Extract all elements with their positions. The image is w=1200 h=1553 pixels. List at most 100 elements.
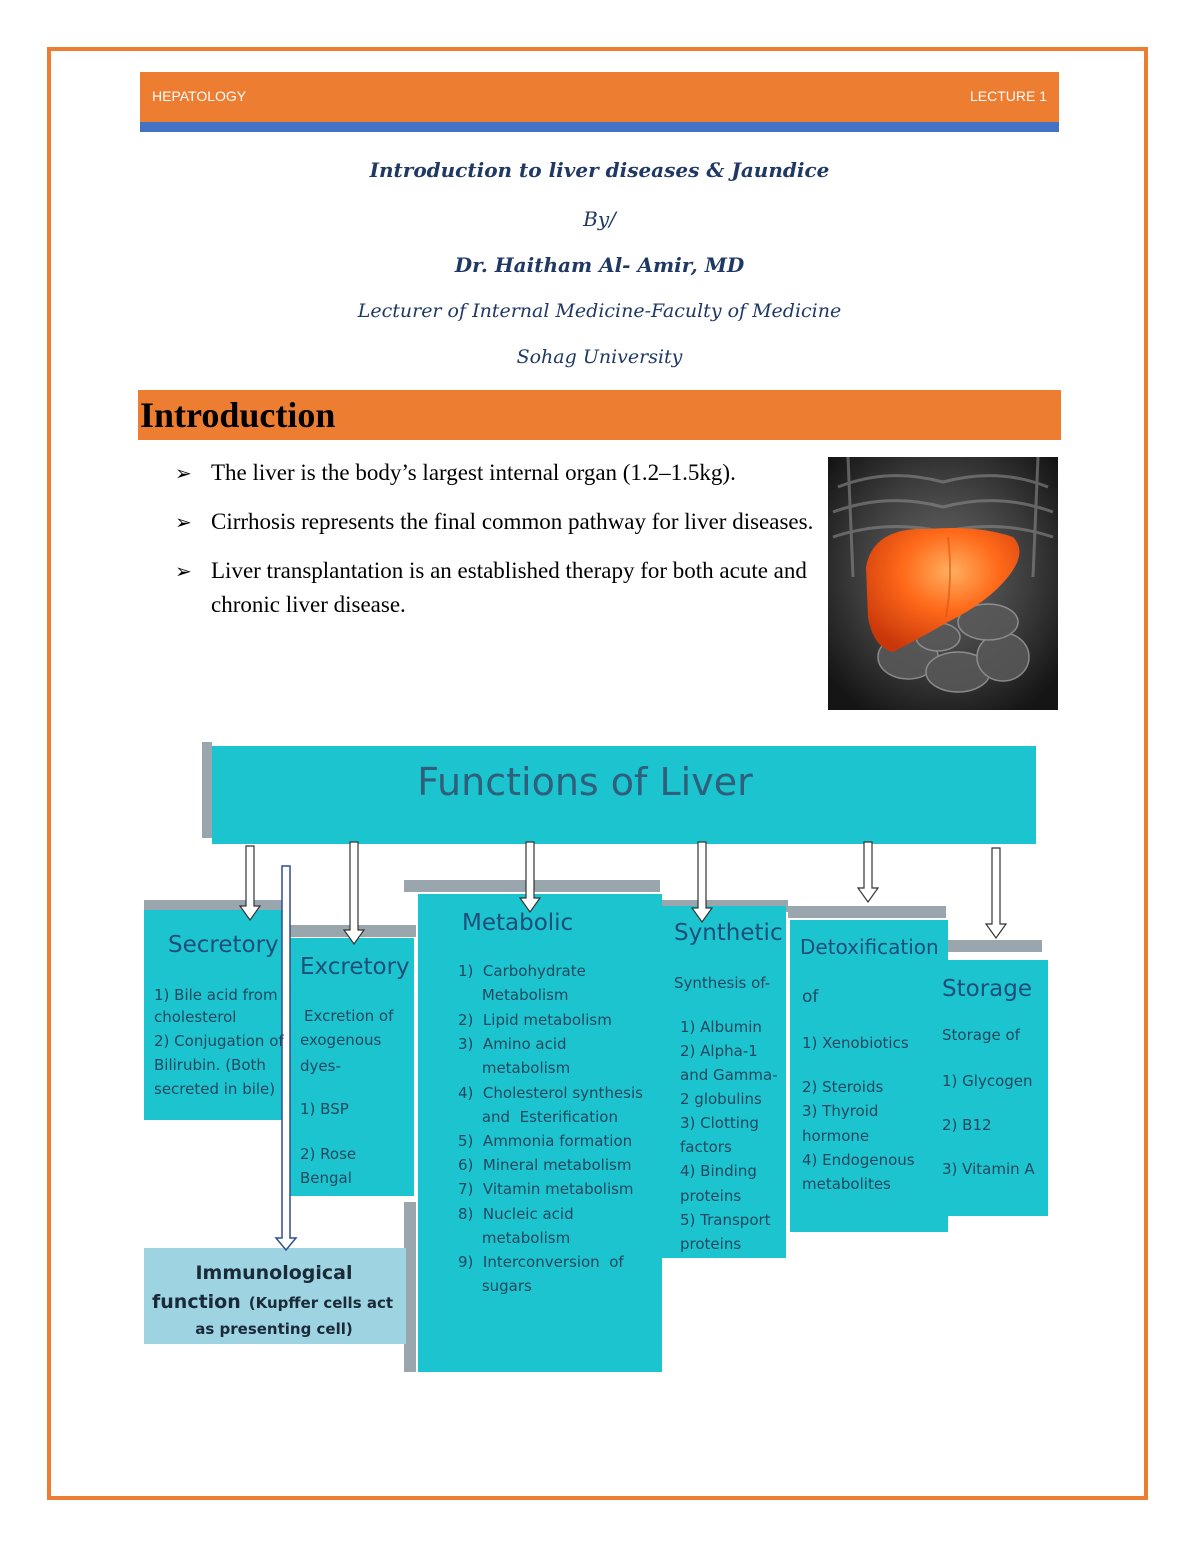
document-title: Introduction to liver diseases & Jaundic… [369,158,830,182]
synthetic-line: 1) Albumin [680,1018,762,1036]
page-header: HEPATOLOGY LECTURE 1 [140,72,1059,122]
section-heading-bar: Introduction [138,390,1061,440]
detox-line: hormone [802,1127,869,1145]
arrow-down-icon [238,845,262,922]
detox-box [790,920,948,1232]
metabolic-box [418,894,662,1372]
immunological-line: as presenting cell) [195,1320,353,1338]
arrow-bullet-icon: ➢ [175,510,192,534]
header-lecture: LECTURE 1 [969,88,1047,104]
author-position: Lecturer of Internal Medicine-Faculty of… [357,300,842,322]
synthetic-title: Synthetic [674,920,783,946]
metabolic-line: metabolism [458,1059,570,1077]
detox-line: 2) Steroids [802,1078,883,1096]
synthetic-line: factors [680,1138,732,1156]
detox-line: of [802,987,819,1007]
bullet-text: The liver is the body’s largest internal… [211,460,736,485]
arrow-down-icon [984,847,1008,940]
metabolic-side-shadow [404,1202,416,1372]
arrow-down-icon [518,841,542,914]
synthetic-line: 5) Transport [680,1211,771,1229]
synthetic-line: 4) Binding [680,1162,757,1180]
secretory-title: Secretory [168,932,279,958]
metabolic-line: 4) Cholesterol synthesis [458,1084,643,1102]
synthetic-line: Synthesis of- [674,974,770,992]
synthetic-line: 2 globulins [680,1090,762,1108]
secretory-line: secreted in bile) [154,1080,275,1098]
synthetic-line: 3) Clotting [680,1114,759,1132]
detox-title: Detoxification [800,935,939,959]
storage-line: 1) Glycogen [942,1072,1033,1090]
list-item: ➢ The liver is the body’s largest intern… [175,456,825,490]
detox-line: 1) Xenobiotics [802,1034,909,1052]
header-underline [140,122,1059,132]
liver-anatomy-image [828,457,1058,710]
excretory-line: exogenous [300,1031,381,1049]
secretory-box [144,910,282,1120]
metabolic-line: metabolism [458,1229,570,1247]
storage-line: Storage of [942,1026,1021,1044]
functions-of-liver-diagram: Functions of Liver Secretory 1) Bile aci… [144,742,1048,1372]
storage-title: Storage [942,976,1032,1002]
secretory-line: Bilirubin. (Both [154,1056,266,1074]
storage-line: 2) B12 [942,1116,992,1134]
section-heading: Introduction [140,395,336,435]
arrow-bullet-icon: ➢ [175,461,192,485]
metabolic-line: Metabolism [458,986,569,1004]
arrow-down-icon [856,841,880,904]
metabolic-line: sugars [458,1277,532,1295]
immunological-line: function (Kupffer cells act [152,1291,393,1313]
functions-title: Functions of Liver [417,760,753,804]
secretory-line: 2) Conjugation of [154,1032,284,1050]
list-item: ➢ Cirrhosis represents the final common … [175,505,825,539]
detox-line: 4) Endogenous [802,1151,915,1169]
author-university: Sohag University [516,346,683,368]
detox-box-shadow [788,906,946,918]
storage-box [932,960,1048,1216]
detox-line: 3) Thyroid [802,1102,878,1120]
excretory-title: Excretory [300,954,410,980]
metabolic-line: 5) Ammonia formation [458,1132,632,1150]
arrow-down-icon [342,841,366,946]
intro-bullet-list: ➢ The liver is the body’s largest intern… [175,456,825,637]
storage-line: 3) Vitamin A [942,1160,1035,1178]
metabolic-line: 8) Nucleic acid [458,1205,574,1223]
immunological-detail: (Kupffer cells act [249,1294,393,1312]
header-subject: HEPATOLOGY [152,88,247,104]
metabolic-line: 3) Amino acid [458,1035,567,1053]
excretory-box [288,938,414,1196]
synthetic-line: proteins [680,1235,741,1253]
title-box-shadow [202,742,212,838]
storage-box-shadow [930,940,1042,952]
immunological-box [144,1248,406,1344]
immunological-arrow-icon [274,865,298,1252]
functions-title-box [212,746,1036,844]
metabolic-line: 6) Mineral metabolism [458,1156,631,1174]
excretory-line: Excretion of [304,1007,394,1025]
metabolic-line: and Esterification [458,1108,618,1126]
excretory-line: 2) Rose [300,1145,356,1163]
metabolic-line: 2) Lipid metabolism [458,1011,612,1029]
immunological-word: function [152,1291,241,1313]
arrow-down-icon [690,841,714,924]
detox-line: metabolites [802,1175,891,1193]
excretory-line: Bengal [300,1169,352,1187]
author-name: Dr. Haitham Al- Amir, MD [454,253,745,277]
immunological-title: Immunological [195,1262,352,1284]
secretory-line: 1) Bile acid from [154,986,278,1004]
excretory-line: 1) BSP [300,1100,349,1118]
metabolic-line: 1) Carbohydrate [458,962,586,980]
arrow-bullet-icon: ➢ [175,559,192,583]
list-item: ➢ Liver transplantation is an establishe… [175,554,825,622]
synthetic-line: 2) Alpha-1 [680,1042,758,1060]
synthetic-line: and Gamma- [680,1066,778,1084]
metabolic-title: Metabolic [462,910,573,936]
synthetic-box [662,906,786,1258]
bullet-text: Liver transplantation is an established … [211,558,807,617]
bullet-text: Cirrhosis represents the final common pa… [211,509,814,534]
by-line: By/ [583,207,616,231]
secretory-line: cholesterol [154,1008,236,1026]
excretory-line: dyes- [300,1057,341,1075]
metabolic-line: 7) Vitamin metabolism [458,1180,634,1198]
page-border [47,47,1148,1500]
